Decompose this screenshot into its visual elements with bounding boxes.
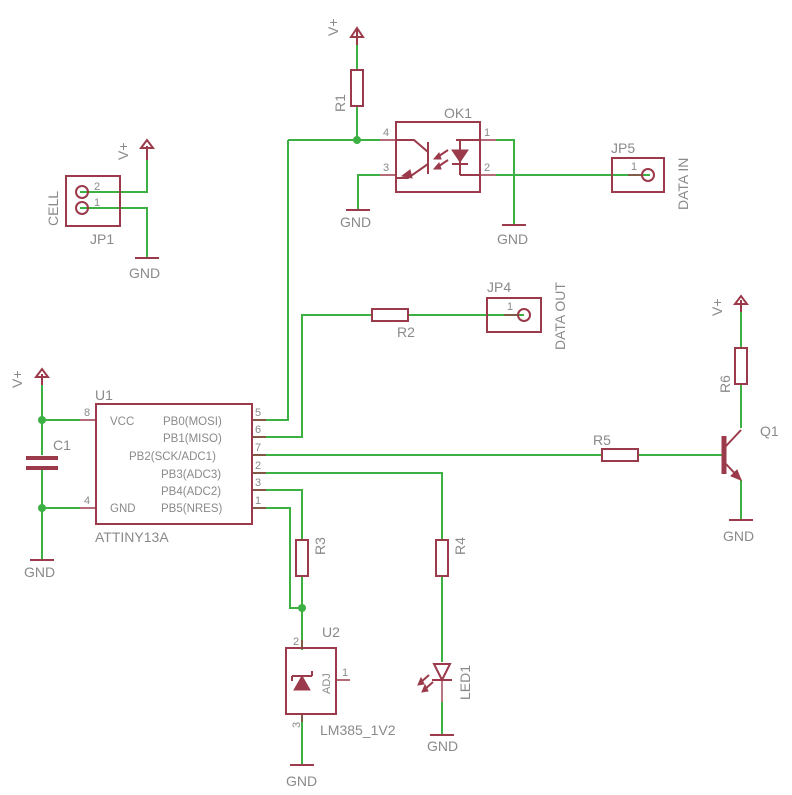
u1-pin-pb0: PB0(MOSI): [163, 416, 222, 428]
pin-number: 2: [293, 636, 299, 648]
ok1-label: OK1: [444, 105, 472, 121]
supply-q1: V+: [709, 294, 749, 316]
ground-u2: GND: [286, 764, 317, 789]
r5-label: R5: [593, 432, 611, 448]
junction-dot: [38, 416, 46, 424]
data-out-label: DATA OUT: [552, 282, 568, 350]
pin-number: 2: [484, 162, 490, 174]
pin-number: 1: [507, 301, 513, 313]
capacitor-c1: C1: [26, 437, 71, 470]
pin-number: 2: [94, 181, 100, 193]
r3-label: R3: [312, 537, 328, 555]
cell-label: CELL: [45, 191, 61, 226]
u1-pin-pb1: PB1(MISO): [163, 433, 222, 445]
pin-number: 5: [255, 407, 261, 419]
c1-label: C1: [53, 437, 71, 453]
ground-c1: GND: [24, 559, 55, 580]
supply-jp1: V+: [115, 138, 155, 160]
data-in-label: DATA IN: [675, 158, 691, 210]
pin-number: 4: [84, 495, 90, 507]
pin-number: 4: [383, 127, 389, 139]
voltage-reference-u2: 2 1 3 ADJ U2 LM385_1V2: [285, 624, 396, 738]
resistor-r1: R1: [332, 69, 364, 112]
u1-pin-pb3: PB3(ADC3): [161, 469, 221, 481]
pin-number: 1: [484, 127, 490, 139]
adj-label: ADJ: [321, 673, 333, 694]
ground-ok1-pin3: GND: [340, 209, 371, 230]
u1-pin-pb4: PB4(ADC2): [161, 486, 221, 498]
r4-label: R4: [452, 537, 468, 555]
gnd-label: GND: [340, 214, 371, 230]
pin-number: 1: [631, 161, 637, 173]
optocoupler-ok1: 4 3 1 2 OK1: [380, 105, 496, 193]
gnd-label: GND: [129, 265, 160, 281]
transistor-q1: Q1: [721, 423, 779, 481]
pin-number: 2: [255, 460, 261, 472]
jp1-label: JP1: [90, 231, 114, 247]
gnd-label: GND: [24, 564, 55, 580]
resistor-r6: R6: [717, 347, 748, 393]
jp4-label: JP4: [487, 279, 511, 295]
resistor-r3: R3: [295, 537, 328, 577]
connector-jp1: 2 1 JP1 CELL: [45, 175, 121, 247]
pin-number: 3: [255, 477, 261, 489]
led1-label: LED1: [457, 665, 473, 700]
u2-part-label: LM385_1V2: [320, 722, 396, 738]
resistor-r2: R2: [371, 308, 415, 340]
wires: [41, 30, 742, 765]
u1-pin-vcc: VCC: [110, 416, 134, 428]
supply-r1: V+: [325, 18, 365, 45]
vplus-label: V+: [325, 18, 341, 36]
gnd-label: GND: [497, 231, 528, 247]
vplus-label: V+: [9, 370, 25, 388]
connector-jp5: 1 JP5 DATA IN: [611, 140, 691, 210]
resistor-r4: R4: [435, 537, 468, 577]
resistor-r5: R5: [593, 432, 639, 462]
pin-number: 3: [383, 162, 389, 174]
ground-jp1: GND: [129, 257, 160, 281]
microcontroller-u1: VCC GND PB0(MOSI) PB1(MISO) PB2(SCK/ADC1…: [80, 387, 266, 545]
pin-number: 1: [94, 197, 100, 209]
pin-number: 1: [342, 667, 348, 679]
u1-pin-gnd: GND: [110, 503, 136, 515]
r6-label: R6: [717, 375, 733, 393]
connector-jp4: 1 JP4 DATA OUT: [486, 279, 568, 350]
u1-pin-pb2: PB2(SCK/ADC1): [129, 451, 216, 463]
q1-label: Q1: [760, 423, 779, 439]
u1-label: U1: [95, 387, 113, 403]
u2-label: U2: [322, 624, 340, 640]
vplus-label: V+: [115, 142, 131, 160]
ground-q1: GND: [723, 519, 754, 544]
supply-u1: V+: [9, 367, 50, 388]
jp5-label: JP5: [611, 140, 635, 156]
u1-part-label: ATTINY13A: [95, 529, 169, 545]
ground-ok1-pin1: GND: [497, 224, 528, 247]
r2-label: R2: [397, 324, 415, 340]
ground-led1: GND: [427, 734, 458, 754]
pin-number: 8: [84, 407, 90, 419]
pin-number: 7: [255, 442, 261, 454]
gnd-label: GND: [723, 528, 754, 544]
pin-number: 1: [255, 495, 261, 507]
led-led1: LED1: [417, 663, 473, 702]
junction-dot: [38, 504, 46, 512]
junction-dot: [353, 136, 361, 144]
gnd-label: GND: [427, 738, 458, 754]
r1-label: R1: [332, 94, 348, 112]
pin-number: 6: [255, 424, 261, 436]
pin-number: 3: [291, 722, 303, 728]
junction-dot: [298, 604, 306, 612]
u1-pin-pb5: PB5(NRES): [161, 503, 223, 515]
gnd-label: GND: [286, 773, 317, 789]
vplus-label: V+: [709, 298, 725, 316]
